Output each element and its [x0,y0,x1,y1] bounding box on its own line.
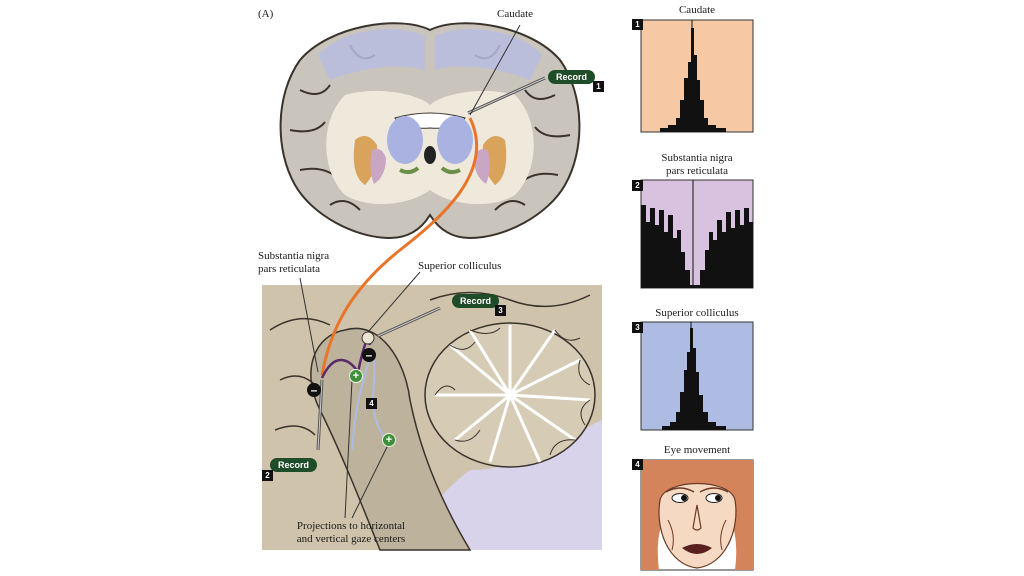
panel-letter: (A) [258,8,274,20]
monkey-fur [641,460,753,570]
cerebellum-folia [435,325,591,463]
excitatory-sign-upper: + [349,369,363,383]
recording-panels [640,19,754,571]
panel-2-title: Substantia nigra pars reticulata [661,152,733,177]
caudate-label: Caudate [497,8,534,20]
superior-colliculus-label: Superior colliculus [418,260,502,272]
electrode-number-3: 3 [495,305,506,316]
record-tag-2: Record [270,458,318,472]
cortex-blue-right [435,29,542,80]
monkey-brow [665,487,729,493]
pallidus-left [370,149,386,184]
monkey-face-skin [658,483,737,569]
pallidus-right [474,149,490,184]
thalamus-dark [424,146,436,164]
monkey-pupil-left [681,495,687,501]
record-tag-1: Record [548,70,596,84]
subthalamic-green-left [399,166,420,175]
sagittal-folds [269,291,591,436]
cortex-blue-left [318,29,425,80]
monkey-face [640,459,754,571]
record-tag-3: Record [452,294,500,308]
cerebellum [424,322,596,468]
proj-pointer-a [344,379,353,519]
panel-4-number: 4 [632,459,643,470]
sn-pointer [299,277,319,373]
panel-1-title: Caudate [678,4,716,16]
panel-1-number: 1 [632,19,643,30]
panel-1-histogram [660,28,726,132]
panel-3-title: Superior colliculus [655,307,739,319]
caudate-pointer [469,24,521,116]
monkey-nose [692,504,702,531]
proj-pointer-b [351,444,389,519]
panel-2-number: 2 [632,180,643,191]
coronal-brain-section [279,22,581,240]
subthalamic-green-right [440,166,461,175]
panel-3-histogram [662,328,726,430]
inhibitory-sign-sn: – [307,383,321,397]
panel-2-histogram [641,205,753,288]
monkey-mouth [682,544,712,554]
orange-pathway [320,117,479,376]
electrode-number-4: 4 [366,398,377,409]
electrode-number-1: 1 [593,81,604,92]
panel-3-number: 3 [632,322,643,333]
colliculus-node [361,331,375,345]
caudate-left [387,116,423,164]
electrode-number-2: 2 [262,470,273,481]
caudate-right [437,116,473,164]
inhibitory-sign-sc: – [362,348,376,362]
excitatory-sign-lower: + [382,433,396,447]
sc-pointer [367,271,421,333]
projections-label: Projections to horizontal and vertical g… [296,520,406,545]
substantia-nigra-label: Substantia nigra pars reticulata [258,250,330,275]
monkey-pupil-right [715,495,721,501]
panel-4-title: Eye movement [663,444,731,456]
